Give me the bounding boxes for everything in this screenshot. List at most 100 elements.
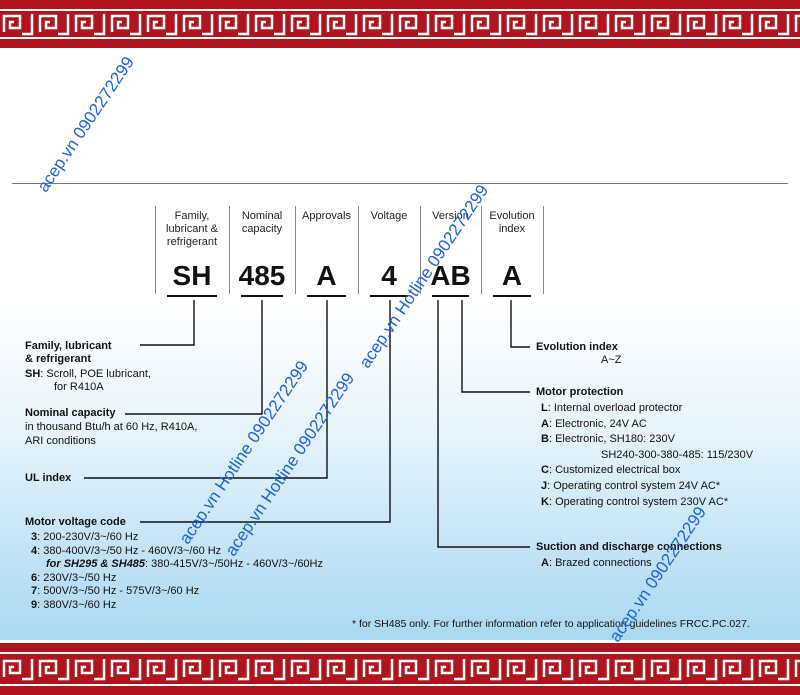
voltage-item: 3: 200-230V/3~/60 Hz xyxy=(31,531,139,543)
column-separator xyxy=(481,206,482,294)
code-letter: A xyxy=(316,260,337,291)
key-pattern xyxy=(434,659,466,681)
key-pattern xyxy=(794,659,800,677)
key-pattern xyxy=(146,659,178,681)
key-pattern xyxy=(110,659,142,681)
voltage-item: 9: 380V/3~/60 Hz xyxy=(31,599,117,611)
key-pattern xyxy=(146,14,178,36)
code-letter: AB xyxy=(430,260,471,291)
key-pattern xyxy=(434,14,466,36)
key-pattern xyxy=(506,14,538,36)
key-pattern xyxy=(38,659,70,681)
key-pattern xyxy=(74,659,106,681)
key-pattern xyxy=(542,14,574,36)
suction-item: A: Brazed connections xyxy=(541,557,652,569)
capacity-line-1: in thousand Btu/h at 60 Hz, R410A, xyxy=(25,421,198,433)
column-separator xyxy=(420,206,421,294)
column-separator xyxy=(543,206,544,294)
key-pattern xyxy=(470,14,502,36)
motor-item: L: Internal overload protector xyxy=(541,402,683,414)
key-pattern xyxy=(2,14,34,36)
code-underline xyxy=(493,295,531,297)
column-separator xyxy=(295,206,296,294)
key-pattern xyxy=(758,659,790,681)
footnote: * for SH485 only. For further informatio… xyxy=(352,618,750,630)
code-underline xyxy=(432,295,469,297)
code-header: Nominal capacity xyxy=(241,210,283,235)
code-underline xyxy=(167,295,217,297)
key-pattern xyxy=(362,659,394,681)
key-pattern xyxy=(650,659,682,681)
motor-item: K: Operating control system 230V AC* xyxy=(541,495,729,508)
column-separator xyxy=(155,206,156,294)
key-pattern xyxy=(2,659,34,681)
voltage-title: Motor voltage code xyxy=(25,516,126,528)
key-pattern xyxy=(722,659,754,681)
key-pattern xyxy=(614,14,646,36)
key-pattern xyxy=(722,14,754,36)
key-pattern xyxy=(686,659,718,681)
code-letter: A xyxy=(501,260,523,291)
motor-item: SH240-300-380-485: 115/230V xyxy=(601,448,754,461)
key-pattern xyxy=(74,14,106,36)
key-pattern xyxy=(218,14,250,36)
family-desc: SH: Scroll, POE lubricant, xyxy=(25,368,151,380)
voltage-item: 4: 380-400V/3~/50 Hz - 460V/3~/60 Hz xyxy=(31,544,222,557)
evolution-title: Evolution index xyxy=(536,341,618,353)
key-pattern xyxy=(38,14,70,36)
family-desc-2: for R410A xyxy=(54,381,104,393)
capacity-title: Nominal capacity xyxy=(25,407,116,419)
top-decorative-border xyxy=(0,0,800,48)
evolution-range: A~Z xyxy=(601,354,622,366)
key-pattern xyxy=(182,14,214,36)
voltage-item: 6: 230V/3~/50 Hz xyxy=(31,571,117,584)
bottom-decorative-border xyxy=(0,643,800,695)
motor-item: C: Customized electrical box xyxy=(541,464,681,477)
key-pattern xyxy=(578,14,610,36)
key-pattern xyxy=(542,659,574,681)
family-title: Family, lubricant xyxy=(25,340,112,352)
code-header: Version xyxy=(432,210,469,222)
suction-title: Suction and discharge connections xyxy=(536,541,722,553)
code-letter: 4 xyxy=(381,260,397,291)
column-separator xyxy=(358,206,359,294)
code-header: Approvals xyxy=(302,210,351,222)
key-pattern xyxy=(326,659,358,681)
motor-item: A: Electronic, 24V AC xyxy=(541,417,647,430)
key-pattern xyxy=(614,659,646,681)
key-pattern xyxy=(326,14,358,36)
key-pattern xyxy=(182,659,214,681)
key-pattern xyxy=(254,14,286,36)
code-letter: 485 xyxy=(238,260,286,291)
ul-title: UL index xyxy=(25,472,72,484)
key-pattern xyxy=(398,659,430,681)
code-header: Evolution index xyxy=(489,210,535,235)
code-underline xyxy=(241,295,283,297)
code-letter: SH xyxy=(172,260,212,291)
motor-item: B: Electronic, SH180: 230V xyxy=(541,433,675,446)
divider xyxy=(12,183,788,184)
key-pattern xyxy=(110,14,142,36)
key-pattern xyxy=(794,14,800,32)
key-pattern xyxy=(686,14,718,36)
key-pattern xyxy=(218,659,250,681)
code-underline xyxy=(307,295,346,297)
voltage-item: for SH295 & SH485: 380-415V/3~/50Hz - 46… xyxy=(46,558,323,571)
family-title-2: & refrigerant xyxy=(25,353,92,365)
code-header: Family, lubricant & refrigerant xyxy=(166,210,218,248)
motor-item: J: Operating control system 24V AC* xyxy=(541,480,721,492)
voltage-item: 7: 500V/3~/50 Hz - 575V/3~/60 Hz xyxy=(31,585,200,598)
key-pattern xyxy=(758,14,790,36)
code-underline xyxy=(370,295,408,297)
key-pattern xyxy=(254,659,286,681)
key-pattern xyxy=(398,14,430,36)
key-pattern xyxy=(650,14,682,36)
key-pattern xyxy=(290,659,322,681)
key-pattern xyxy=(578,659,610,681)
key-pattern xyxy=(362,14,394,36)
key-pattern xyxy=(290,14,322,36)
capacity-line-2: ARI conditions xyxy=(25,435,96,447)
key-pattern xyxy=(506,659,538,681)
code-header: Voltage xyxy=(370,210,408,222)
